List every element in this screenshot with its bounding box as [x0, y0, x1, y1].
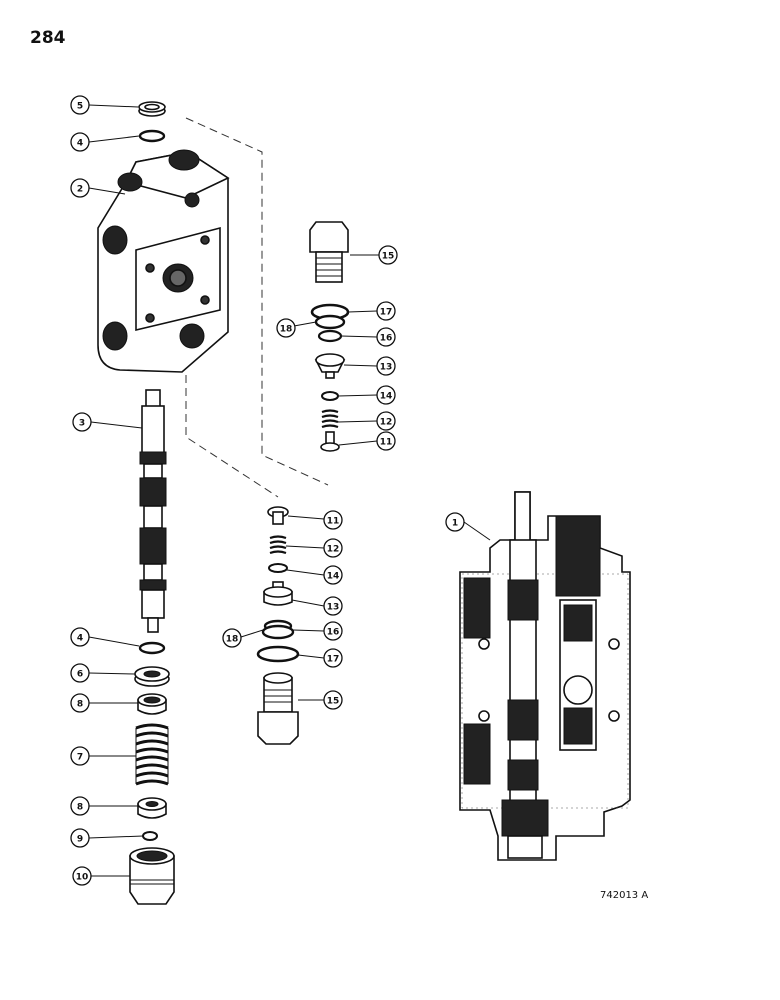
leader-lines [88, 104, 491, 877]
part-washer-6 [134, 666, 170, 687]
svg-text:17: 17 [327, 655, 340, 665]
svg-text:16: 16 [327, 628, 340, 638]
svg-text:11: 11 [380, 438, 393, 448]
alignment-line-upper [185, 117, 329, 486]
callout-17-bottom: 17 [323, 648, 343, 668]
part-seal-5 [138, 101, 166, 117]
callout-12-bottom: 12 [323, 538, 343, 558]
callout-8-top: 8 [70, 693, 90, 713]
part-o-ring-4-bottom [138, 641, 166, 655]
callout-12-top: 12 [376, 411, 396, 431]
svg-text:6: 6 [77, 670, 83, 680]
callout-6: 6 [70, 663, 90, 683]
svg-text:3: 3 [79, 419, 85, 429]
callout-18-bottom: 18 [222, 628, 242, 648]
svg-text:14: 14 [380, 392, 393, 402]
svg-text:15: 15 [382, 252, 395, 262]
part-plug-15-bottom [257, 672, 299, 745]
drawing-id: 742013 A [600, 890, 649, 901]
svg-text:11: 11 [327, 517, 340, 527]
callout-11-bottom: 11 [323, 510, 343, 530]
part-o-ring-17-bottom [256, 645, 300, 663]
callout-14-top: 14 [376, 385, 396, 405]
callout-16-top: 16 [376, 327, 396, 347]
callout-2: 2 [70, 178, 90, 198]
callout-3: 3 [72, 412, 92, 432]
part-pin-11-top [320, 431, 340, 452]
svg-text:16: 16 [380, 334, 393, 344]
callout-13-top: 13 [376, 356, 396, 376]
callout-4-bottom: 4 [70, 627, 90, 647]
svg-text:2: 2 [77, 185, 83, 195]
svg-text:1: 1 [452, 519, 458, 529]
svg-text:4: 4 [77, 139, 83, 149]
part-plug-15-top [309, 221, 349, 283]
svg-text:18: 18 [280, 325, 293, 335]
svg-text:7: 7 [77, 753, 83, 763]
page-number: 284 [30, 28, 66, 48]
part-o-ring-4-top [138, 129, 166, 143]
part-snap-ring-9 [142, 831, 158, 841]
svg-text:8: 8 [77, 803, 83, 813]
svg-text:13: 13 [380, 363, 393, 373]
part-section-view-1 [459, 491, 631, 861]
callout-18-top: 18 [276, 318, 296, 338]
part-poppet-13-top [314, 353, 346, 379]
callout-16-bottom: 16 [323, 621, 343, 641]
svg-text:9: 9 [77, 835, 83, 845]
svg-text:4: 4 [77, 634, 83, 644]
part-spring-12-bottom [269, 535, 287, 555]
callout-14-bottom: 14 [323, 565, 343, 585]
part-spool-3 [139, 389, 167, 633]
callout-17-top: 17 [376, 301, 396, 321]
callout-15-top: 15 [378, 245, 398, 265]
part-spring-seat-8-top [137, 693, 167, 715]
svg-text:10: 10 [76, 873, 89, 883]
svg-text:17: 17 [380, 308, 393, 318]
callout-11-top: 11 [376, 431, 396, 451]
callout-7: 7 [70, 746, 90, 766]
part-backup-ring-16-bottom [261, 619, 295, 640]
callout-15-bottom: 15 [323, 690, 343, 710]
svg-text:8: 8 [77, 700, 83, 710]
part-poppet-13-bottom [263, 581, 293, 606]
svg-text:5: 5 [77, 102, 83, 112]
part-backup-ring-16-top [314, 314, 346, 343]
callout-13-bottom: 13 [323, 596, 343, 616]
callout-5: 5 [70, 95, 90, 115]
part-spring-12-top [321, 409, 339, 429]
svg-text:12: 12 [380, 418, 393, 428]
svg-text:15: 15 [327, 697, 340, 707]
svg-text:18: 18 [226, 635, 239, 645]
svg-text:14: 14 [327, 572, 340, 582]
part-o-ring-14-top [321, 391, 339, 401]
callout-1: 1 [445, 512, 465, 532]
callout-4-top: 4 [70, 132, 90, 152]
part-spring-seat-8-bottom [137, 797, 167, 819]
callout-9: 9 [70, 828, 90, 848]
part-spring-7 [135, 723, 169, 786]
part-pin-11-bottom [267, 506, 289, 525]
callout-8-bottom: 8 [70, 796, 90, 816]
part-cap-10 [129, 847, 175, 905]
part-valve-body-2 [97, 149, 230, 373]
svg-text:12: 12 [327, 545, 340, 555]
alignment-line-lower [185, 375, 279, 498]
svg-text:13: 13 [327, 603, 340, 613]
part-o-ring-14-bottom [268, 563, 288, 573]
callout-10: 10 [72, 866, 92, 886]
